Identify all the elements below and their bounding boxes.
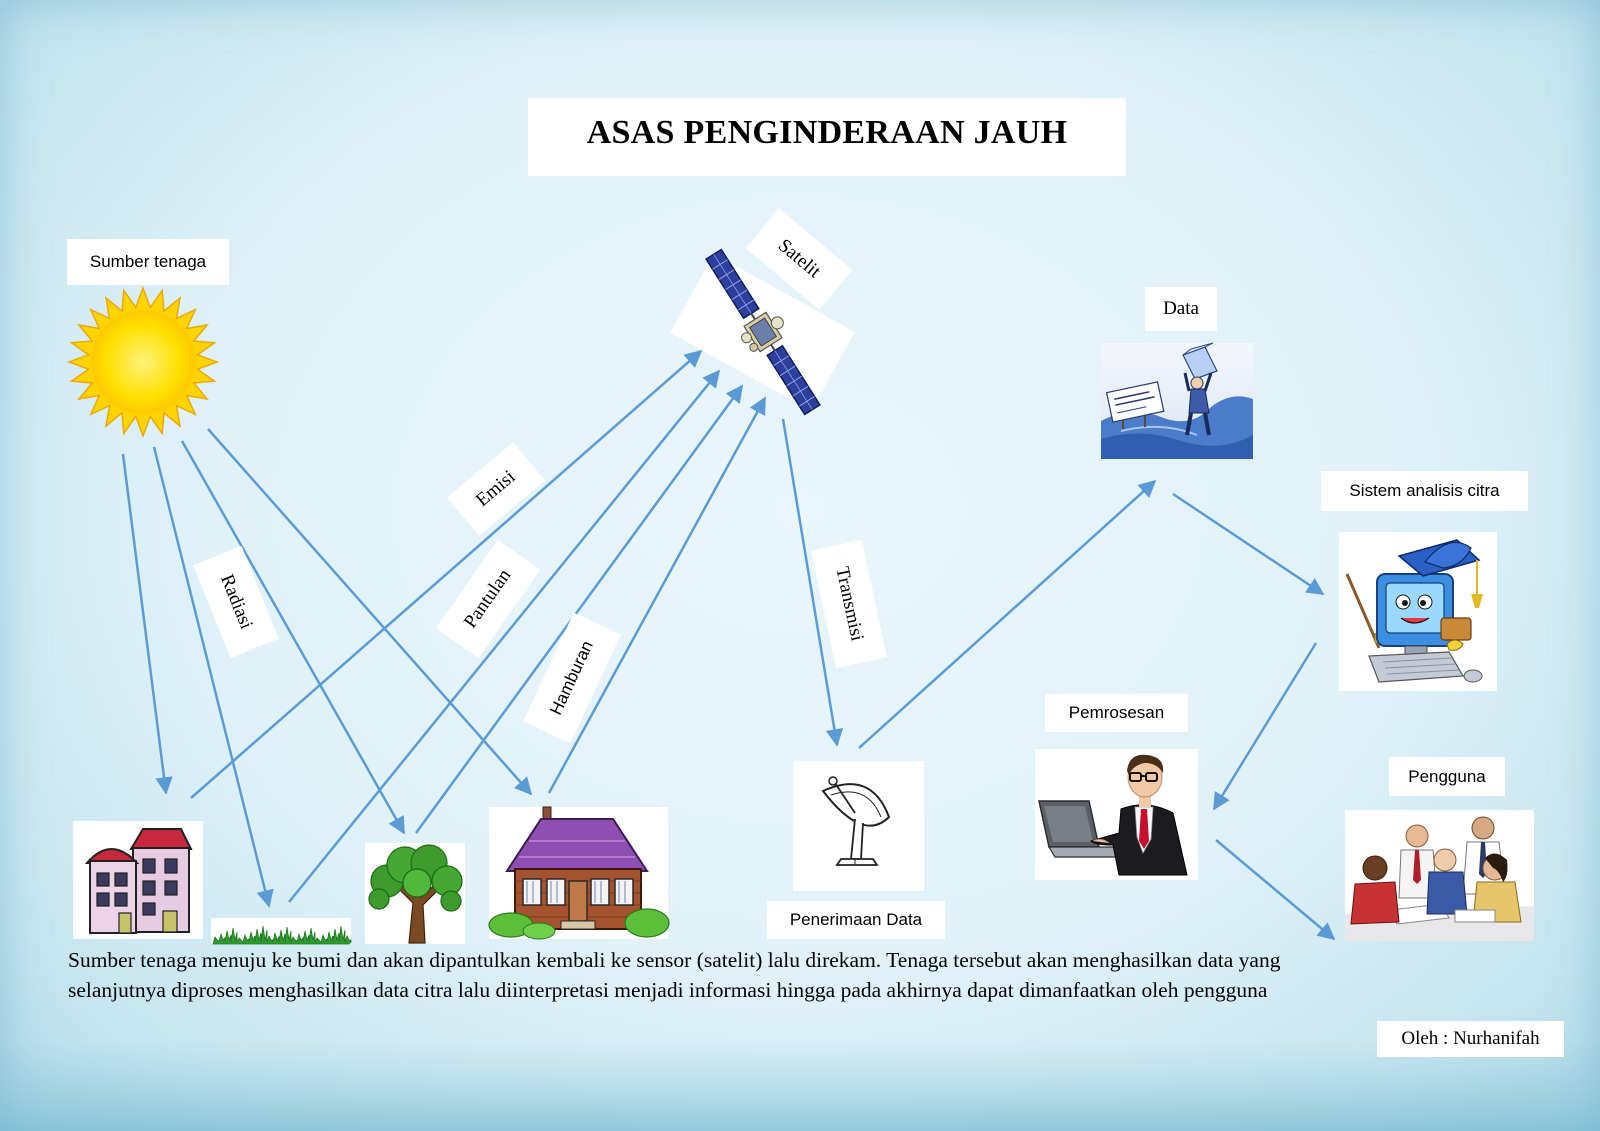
description-line-2: selanjutnya diproses menghasilkan data c…: [68, 978, 1268, 1002]
man-at-laptop-icon: [1035, 749, 1198, 880]
arrow-data-to-analysis: [1172, 492, 1325, 596]
arrow-satellite-to-dish: [781, 418, 844, 747]
satellite-icon: [670, 248, 855, 416]
arrow-processing-to-users: [1215, 839, 1336, 941]
arrow-analysis-to-processing: [1212, 642, 1318, 811]
label-data: Data: [1145, 287, 1217, 331]
arrow-dish-to-data: [858, 479, 1157, 749]
arrow-sun-to-grass: [152, 446, 274, 908]
author-credit: Oleh : Nurhanifah: [1377, 1021, 1564, 1057]
buildings-icon: [73, 821, 203, 939]
tree-icon: [365, 843, 465, 944]
arrow-house-to-satellite: [547, 396, 767, 794]
arrow-buildings-to-satellite: [190, 349, 703, 799]
grass-blades: [212, 925, 352, 945]
arrow-grass-to-satellite: [288, 369, 721, 903]
arrow-tree-to-satellite: [414, 384, 744, 834]
label-sumber-tenaga: Sumber tenaga: [67, 239, 229, 285]
satellite-dish-icon: [793, 761, 924, 891]
house-icon: [488, 806, 670, 940]
arrow-sun-to-tree: [180, 440, 406, 835]
label-pengguna: Pengguna: [1389, 757, 1505, 796]
label-pemrosesan: Pemrosesan: [1045, 694, 1188, 732]
label-penerimaan-data: Penerimaan Data: [767, 901, 945, 939]
arrow-sun-to-buildings: [121, 453, 173, 795]
arrows: [121, 349, 1336, 941]
sun-icon: [66, 285, 220, 439]
grass-icon: [211, 918, 352, 945]
computer-teacher-icon: [1339, 532, 1497, 691]
description-line-1: Sumber tenaga menuju ke bumi dan akan di…: [68, 948, 1281, 972]
sun-core: [91, 310, 195, 414]
data-repository-icon: [1101, 342, 1253, 459]
arrow-sun-to-house: [207, 428, 533, 796]
label-sistem-analisis-citra: Sistem analisis citra: [1321, 471, 1528, 511]
people-group-icon: [1345, 810, 1534, 941]
page-title: ASAS PENGINDERAAN JAUH: [528, 98, 1126, 176]
